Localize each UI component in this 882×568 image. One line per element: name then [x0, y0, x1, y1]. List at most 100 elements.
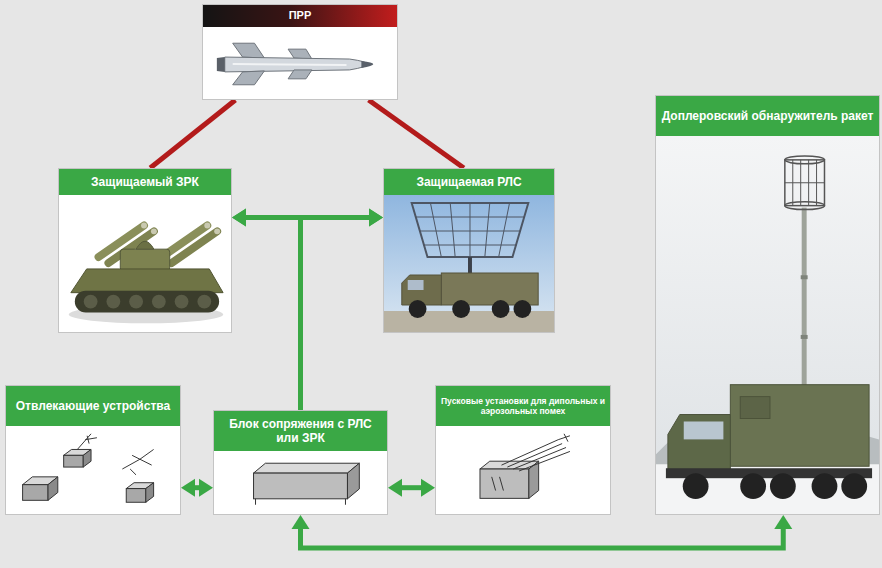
- illustration-part: [785, 160, 825, 206]
- arrow-head: [232, 209, 246, 227]
- illustration-part: [513, 300, 531, 318]
- illustration-part: [801, 335, 808, 339]
- arrow-head: [774, 515, 792, 529]
- weapon-box: ПРР: [202, 4, 398, 100]
- illustration-part: [136, 241, 154, 249]
- illustration-part: [288, 70, 312, 79]
- connector-line: [301, 218, 371, 411]
- connector-arrow: [369, 100, 464, 168]
- illustration-part: [384, 195, 554, 332]
- illustration-part: [75, 291, 219, 313]
- illustration-part: [785, 182, 825, 183]
- illustration-part: [668, 415, 730, 473]
- illustration-part: [120, 249, 169, 271]
- illustration-part: [23, 434, 154, 502]
- device-box: Пусковые установки для дипольных и аэроз…: [435, 385, 611, 515]
- missile-picture: [203, 27, 397, 99]
- illustration-part: [130, 469, 136, 475]
- illustration-part: [233, 63, 347, 66]
- illustration-part: [424, 245, 517, 246]
- illustration-part: [172, 231, 217, 263]
- illustration-part: [801, 275, 808, 279]
- illustration-part: [122, 459, 140, 469]
- illustration-part: [683, 473, 709, 499]
- illustration-part: [361, 61, 373, 68]
- illustration-part: [507, 444, 562, 467]
- system-box: Защищаемая РЛС: [383, 168, 555, 333]
- arrow-head: [292, 515, 310, 529]
- arrow-head: [369, 209, 383, 227]
- illustration-part: [152, 295, 166, 309]
- doppler-detector-picture: [656, 136, 879, 514]
- decoy-devices-picture: [6, 426, 180, 514]
- arrow-head: [181, 479, 195, 497]
- illustration-part: [501, 440, 558, 465]
- launcher-picture: [436, 426, 610, 514]
- radar-picture: [384, 195, 554, 332]
- illustration-part: [288, 49, 312, 59]
- illustration-part: [83, 449, 91, 467]
- illustration-part: [255, 499, 256, 505]
- illustration-part: [345, 499, 346, 505]
- illustration-part: [564, 434, 568, 442]
- illustration-part: [84, 295, 212, 309]
- illustration-part: [492, 300, 510, 318]
- illustration-part: [740, 397, 770, 419]
- illustration-part: [684, 421, 724, 439]
- illustration-part: [452, 300, 470, 318]
- illustration-part: [420, 231, 521, 232]
- connector-arrow: [181, 479, 213, 497]
- interface-unit-picture: [214, 451, 387, 514]
- illustration-part: [480, 469, 529, 498]
- device-box: Блок сопряжения с РЛС или ЗРК: [213, 410, 388, 515]
- illustration-part: [412, 203, 529, 257]
- illustration-part: [140, 449, 154, 459]
- illustration-part: [126, 489, 146, 503]
- arrow-head: [199, 479, 213, 497]
- arrow-head: [232, 209, 246, 227]
- box-heading: Блок сопряжения с РЛС или ЗРК: [214, 411, 387, 451]
- illustration-part: [84, 295, 98, 309]
- illustration-part: [656, 464, 879, 514]
- illustration-part: [450, 203, 455, 257]
- illustration-part: [146, 483, 154, 503]
- illustration-part: [740, 473, 766, 499]
- arrow-head: [421, 479, 435, 497]
- illustration-part: [233, 43, 265, 58]
- box-heading: Доплеровский обнаружитель ракет: [656, 96, 879, 136]
- device-box: Отвлекающие устройства: [5, 385, 181, 515]
- arrow-head: [388, 479, 402, 497]
- illustration-part: [214, 228, 220, 234]
- illustration-part: [141, 222, 147, 228]
- illustration-part: [468, 257, 472, 275]
- illustration-part: [217, 57, 225, 72]
- connector-line: [369, 100, 464, 168]
- illustration-part: [485, 203, 490, 257]
- illustration-part: [785, 202, 825, 210]
- box-heading: Защищаемый ЗРК: [59, 169, 231, 195]
- illustration-part: [87, 436, 89, 444]
- connector-line: [245, 218, 301, 411]
- illustration-part: [416, 203, 525, 257]
- arrow-head: [369, 209, 383, 227]
- box-heading: Пусковые установки для дипольных и аэроз…: [436, 386, 610, 426]
- illustration-part: [23, 485, 48, 501]
- sam-vehicle-picture: [59, 195, 231, 332]
- illustration-part: [730, 385, 869, 467]
- illustration-part: [71, 269, 223, 293]
- illustration-part: [233, 71, 265, 85]
- illustration-part: [254, 463, 360, 473]
- box-heading: Защищаемая РЛС: [384, 169, 554, 195]
- illustration-part: [656, 136, 879, 514]
- illustration-part: [785, 160, 825, 206]
- connector-line: [401, 485, 422, 490]
- illustration-part: [841, 473, 867, 499]
- illustration-part: [175, 295, 189, 309]
- illustration-part: [402, 275, 442, 305]
- illustration-part: [409, 300, 532, 318]
- illustration-part: [129, 295, 143, 309]
- box-heading: Отвлекающие устройства: [6, 386, 180, 426]
- connector-arrow: [388, 479, 435, 497]
- illustration-part: [683, 473, 867, 499]
